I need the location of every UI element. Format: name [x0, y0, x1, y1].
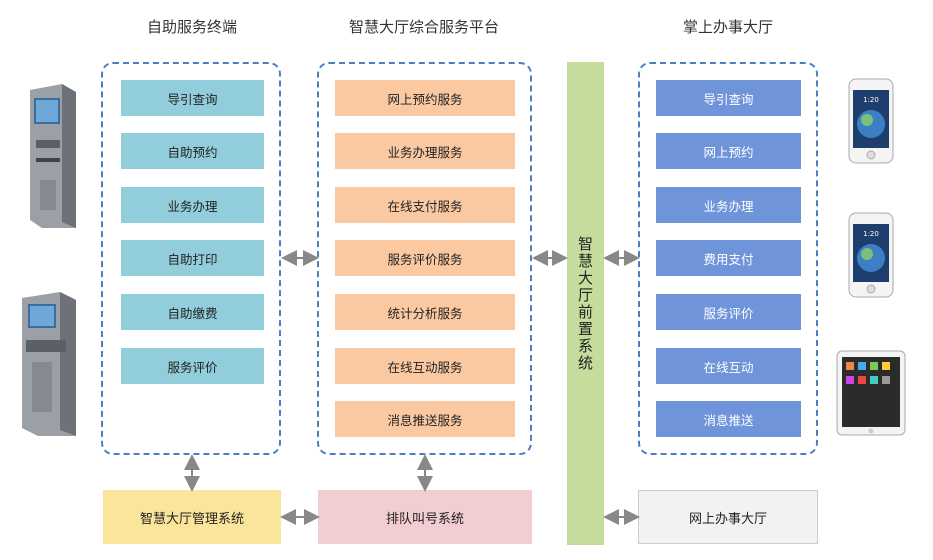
- kiosk-terminal-icon: [30, 84, 76, 228]
- mobile-item[interactable]: 消息推送: [656, 401, 801, 437]
- kiosk-terminal-icon: [22, 292, 76, 436]
- platform-item[interactable]: 消息推送服务: [335, 401, 515, 437]
- platform-title: 智慧大厅综合服务平台: [348, 18, 499, 36]
- platform-item[interactable]: 服务评价服务: [335, 240, 515, 276]
- phone-time: 1:20: [863, 230, 879, 238]
- terminal-item[interactable]: 自助打印: [121, 240, 264, 276]
- tablet-icon: [836, 350, 906, 436]
- mobile-item[interactable]: 服务评价: [656, 294, 801, 330]
- platform-item[interactable]: 网上预约服务: [335, 80, 515, 116]
- platform-item[interactable]: 在线支付服务: [335, 187, 515, 223]
- front-system-label: 智慧大厅前置系统: [576, 235, 594, 372]
- terminal-title: 自助服务终端: [146, 18, 237, 36]
- mobile-item[interactable]: 导引查询: [656, 80, 801, 116]
- terminal-item[interactable]: 服务评价: [121, 348, 264, 384]
- mobile-item[interactable]: 业务办理: [656, 187, 801, 223]
- mobile-item[interactable]: 网上预约: [656, 133, 801, 169]
- mobile-title: 掌上办事大厅: [682, 18, 773, 36]
- smartphone-icon: 1:20: [848, 212, 894, 298]
- mobile-item[interactable]: 在线互动: [656, 348, 801, 384]
- phone-time: 1:20: [863, 96, 879, 104]
- smartphone-icon: 1:20: [848, 78, 894, 164]
- terminal-item[interactable]: 业务办理: [121, 187, 264, 223]
- terminal-item[interactable]: 自助预约: [121, 133, 264, 169]
- mobile-item[interactable]: 费用支付: [656, 240, 801, 276]
- platform-item[interactable]: 统计分析服务: [335, 294, 515, 330]
- queue-system-box[interactable]: 排队叫号系统: [318, 490, 532, 544]
- terminal-item[interactable]: 自助缴费: [121, 294, 264, 330]
- terminal-item[interactable]: 导引查询: [121, 80, 264, 116]
- platform-item[interactable]: 在线互动服务: [335, 348, 515, 384]
- front-system-bar[interactable]: 智慧大厅前置系统: [567, 62, 604, 545]
- management-system-box[interactable]: 智慧大厅管理系统: [103, 490, 281, 544]
- platform-item[interactable]: 业务办理服务: [335, 133, 515, 169]
